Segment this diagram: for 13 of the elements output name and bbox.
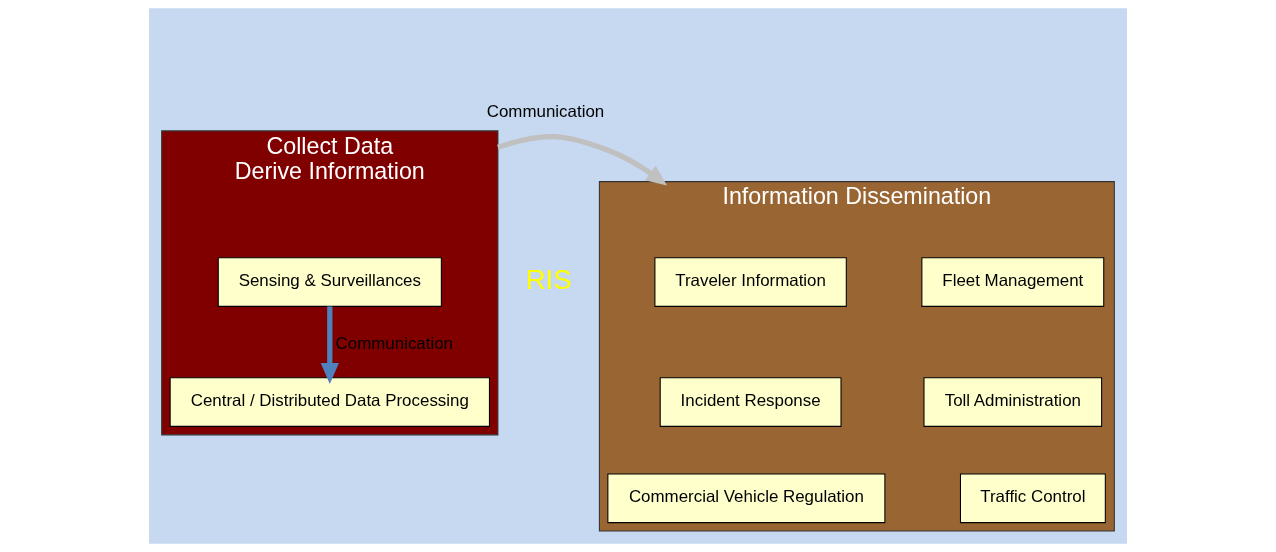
edge-label: Communication [335, 334, 454, 354]
arrow [497, 133, 667, 186]
edge-label: Communication [486, 101, 605, 121]
arrow [320, 306, 339, 384]
node-box: Central / Distributed Data Processing [169, 377, 490, 427]
node-box: Traffic Control [959, 473, 1106, 524]
node-box: Fleet Management [921, 257, 1105, 307]
node-box: Commercial Vehicle Regulation [607, 473, 886, 524]
node-box: Sensing & Surveillances [217, 257, 442, 307]
node-box: Incident Response [659, 377, 842, 427]
node-box: Toll Administration [923, 377, 1103, 427]
label: RIS [525, 263, 572, 295]
node-box: Traveler Information [654, 257, 847, 307]
